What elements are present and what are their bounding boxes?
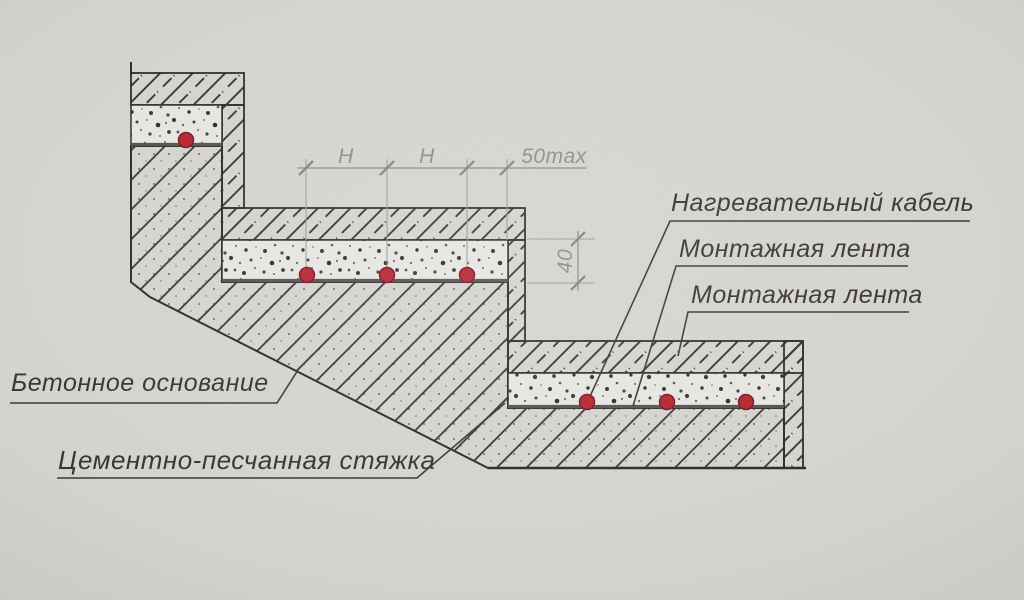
callout-heating-cable: Нагревательный кабель [671,189,975,217]
dimension-label-h2: H [419,145,435,168]
callout-concrete-base: Бетонное основание [11,369,269,397]
dimension-label-h1: H [338,145,354,168]
callout-mounting-tape-1: Монтажная лента [679,235,911,263]
dimension-label-40: 40 [554,248,577,274]
callout-cement-sand-screed: Цементно-песчанная стяжка [58,445,436,475]
callout-mounting-tape-2: Монтажная лента [691,281,923,309]
dimension-label-50max: 50max [521,145,587,168]
